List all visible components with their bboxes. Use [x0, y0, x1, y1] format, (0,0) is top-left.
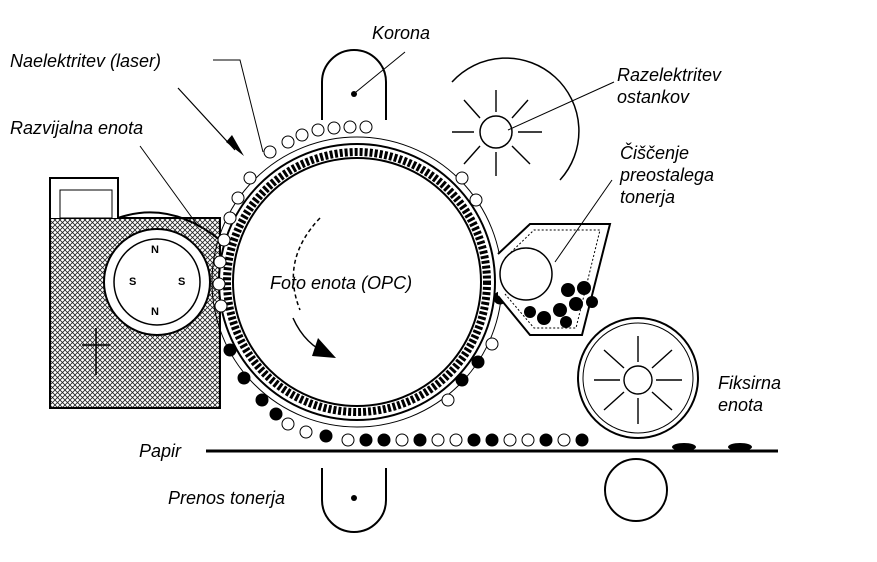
label-naelektritev: Naelektritev (laser)	[10, 51, 162, 71]
corona-unit	[321, 49, 406, 120]
label-razelektritev-line2: ostankov	[617, 87, 690, 107]
developer-pointer	[139, 145, 199, 227]
laser-beam	[177, 59, 264, 156]
label-foto-enota: Foto enota (OPC)	[270, 273, 413, 293]
label-razvijalna: Razvijalna enota	[10, 118, 144, 138]
discharge-lamp	[451, 57, 615, 181]
magnet-pole-right: S	[178, 276, 186, 288]
label-korona: Korona	[372, 23, 431, 43]
label-ciscenje-line2: preostalega	[620, 165, 715, 185]
magnet-roller	[103, 228, 211, 336]
cleaning-unit	[497, 179, 613, 336]
transfer-corona	[321, 468, 387, 533]
label-ciscenje: Čiščenje preostalega tonerja	[620, 142, 714, 208]
label-razelektritev-line1: Razelektritev	[617, 65, 722, 85]
fuser-unit	[577, 317, 699, 522]
toner-particles	[212, 120, 507, 443]
magnet-pole-left: S	[129, 276, 137, 288]
label-fiksirna-line1: Fiksirna	[718, 373, 782, 393]
photoconductor-drum	[211, 136, 503, 428]
label-fiksirna: Fiksirna enota	[718, 372, 781, 416]
magnet-pole-bottom: N	[151, 306, 159, 318]
label-fiksirna-line2: enota	[718, 395, 764, 415]
label-ciscenje-line1: Čiščenje	[620, 143, 690, 163]
paper-toner	[341, 433, 752, 451]
label-papir: Papir	[139, 441, 182, 461]
label-prenos: Prenos tonerja	[168, 488, 286, 508]
label-ciscenje-line3: tonerja	[620, 187, 676, 207]
label-razelektritev: Razelektritev ostankov	[617, 64, 721, 108]
magnet-pole-top: N	[151, 244, 159, 256]
